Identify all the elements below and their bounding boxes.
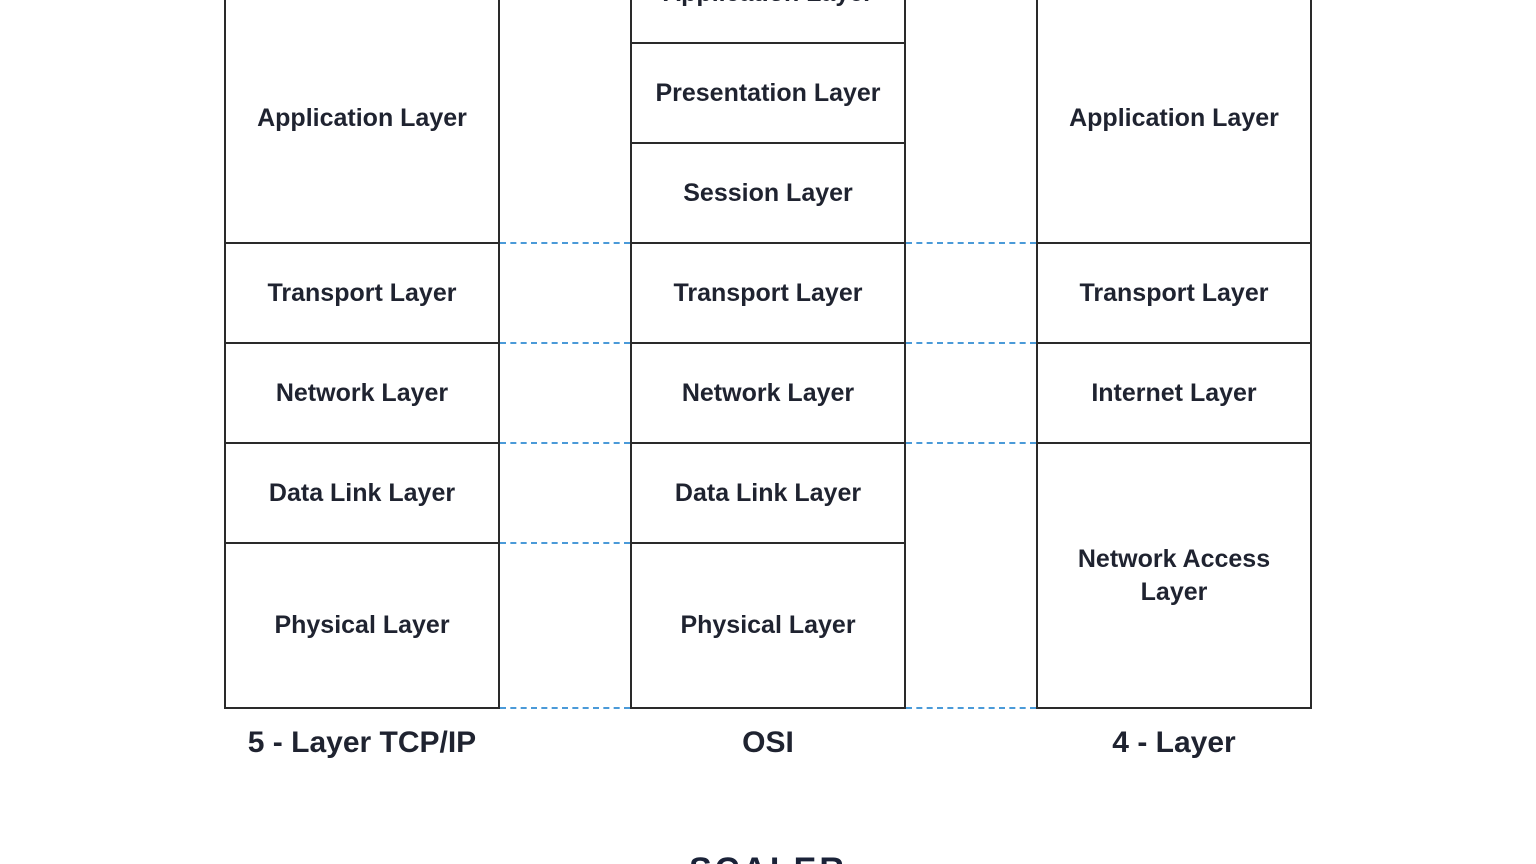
osi-application-label: Application Layer <box>663 0 873 10</box>
connector-left-4 <box>500 542 630 544</box>
connector-left-5 <box>500 707 630 709</box>
connector-left-2 <box>500 342 630 344</box>
tcpip4-transport-layer: Transport Layer <box>1036 242 1312 344</box>
osi-session-label: Session Layer <box>683 178 853 207</box>
osi-transport-layer: Transport Layer <box>630 242 906 344</box>
osi-data-link-label: Data Link Layer <box>674 478 862 507</box>
tcpip5-data-link-label: Data Link Layer <box>268 478 456 507</box>
tcpip5-network-label: Network Layer <box>275 378 449 407</box>
tcpip5-physical-label: Physical Layer <box>274 611 450 639</box>
osi-data-link-layer: Data Link Layer <box>630 442 906 544</box>
tcpip5-physical-layer: Physical Layer <box>224 542 500 709</box>
connector-right-1 <box>906 242 1036 244</box>
tcpip4-transport-label: Transport Layer <box>1079 278 1269 307</box>
connector-left-3 <box>500 442 630 444</box>
osi-transport-label: Transport Layer <box>673 278 863 307</box>
connector-right-4 <box>906 707 1036 709</box>
tcpip5-transport-label: Transport Layer <box>267 278 457 307</box>
tcpip5-network-layer: Network Layer <box>224 342 500 444</box>
tcpip5-data-link-layer: Data Link Layer <box>224 442 500 544</box>
osi-physical-label: Physical Layer <box>680 611 856 639</box>
osi-network-label: Network Layer <box>681 378 855 407</box>
tcpip4-network-access-layer: Network Access Layer <box>1036 442 1312 709</box>
tcpip4-internet-layer: Internet Layer <box>1036 342 1312 444</box>
osi-physical-layer: Physical Layer <box>630 542 906 709</box>
connector-left-1 <box>500 242 630 244</box>
brand-logo: SCALER <box>668 850 868 864</box>
tcpip4-caption: 4 - Layer <box>1112 726 1236 759</box>
tcpip4-application-layer: Application Layer <box>1036 0 1312 244</box>
osi-caption: OSI <box>742 726 794 759</box>
tcpip5-application-label: Application Layer <box>257 103 467 132</box>
tcpip5-application-layer: Application Layer <box>224 0 500 244</box>
tcpip5-transport-layer: Transport Layer <box>224 242 500 344</box>
osi-network-layer: Network Layer <box>630 342 906 444</box>
tcpip4-network-access-label: Network Access Layer <box>1077 544 1271 606</box>
osi-application-layer: Application Layer <box>630 0 906 44</box>
osi-presentation-layer: Presentation Layer <box>630 42 906 144</box>
osi-session-layer: Session Layer <box>630 142 906 244</box>
connector-right-3 <box>906 442 1036 444</box>
tcpip4-application-label: Application Layer <box>1069 103 1279 132</box>
osi-presentation-label: Presentation Layer <box>655 78 881 107</box>
tcpip4-internet-label: Internet Layer <box>1091 378 1257 407</box>
connector-right-2 <box>906 342 1036 344</box>
tcpip5-caption: 5 - Layer TCP/IP <box>247 726 477 759</box>
